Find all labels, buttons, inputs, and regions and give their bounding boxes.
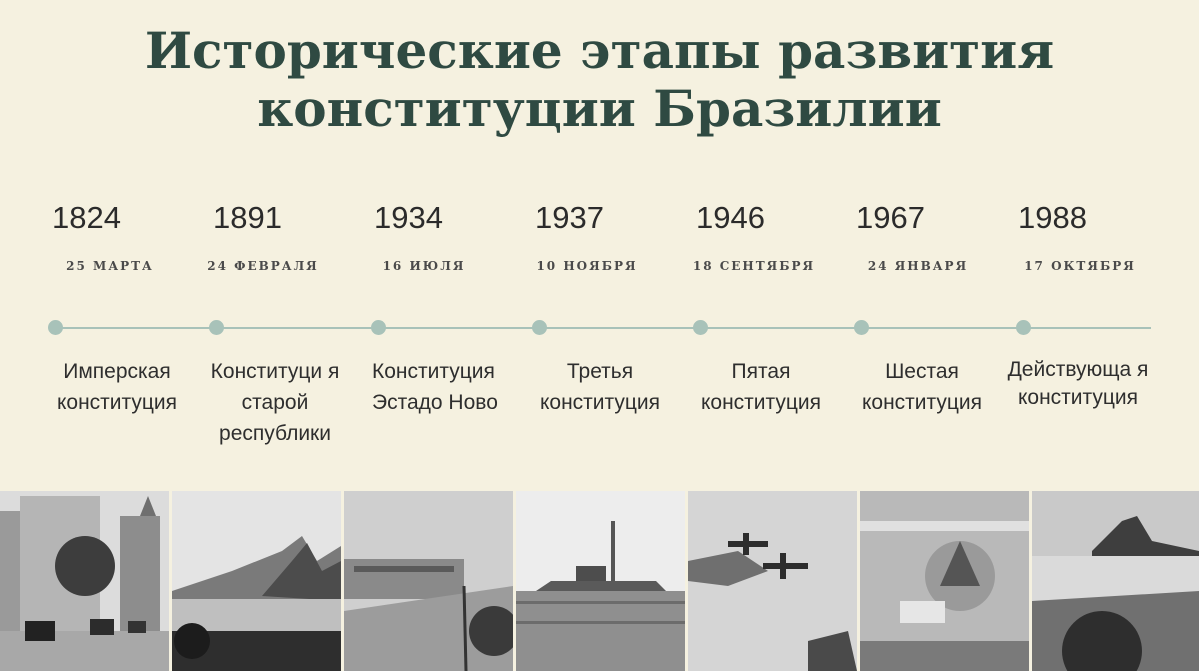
date-1946: 18 СЕНТЯБРЯ bbox=[692, 259, 816, 273]
sugarloaf-bay-aerial-photo bbox=[1032, 491, 1199, 671]
airplanes-over-coast-photo bbox=[688, 491, 857, 671]
timeline-dot bbox=[48, 320, 63, 335]
cathedral-aerial-photo bbox=[860, 491, 1029, 671]
timeline-dot bbox=[532, 320, 547, 335]
year-1967: 1967 bbox=[856, 200, 925, 235]
year-1988: 1988 bbox=[1018, 200, 1087, 235]
date-1937: 10 НОЯБРЯ bbox=[536, 259, 638, 273]
photo-strip bbox=[0, 491, 1199, 671]
label-1937: Третья конституция bbox=[539, 360, 661, 414]
date-1967: 24 ЯНВАРЯ bbox=[867, 259, 969, 273]
timeline-dot bbox=[1016, 320, 1031, 335]
date-1824: 25 МАРТА bbox=[66, 259, 154, 273]
timeline-dot bbox=[371, 320, 386, 335]
title-line-1: Исторические этапы развития bbox=[144, 21, 1055, 80]
year-1934: 1934 bbox=[374, 200, 443, 235]
label-1891: Конституци я старой республики bbox=[210, 360, 340, 445]
date-1988: 17 ОКТЯБРЯ bbox=[1024, 259, 1136, 273]
bay-with-mountains-photo bbox=[172, 491, 341, 671]
timeline-dot bbox=[209, 320, 224, 335]
timeline-dot bbox=[693, 320, 708, 335]
year-1946: 1946 bbox=[696, 200, 765, 235]
waterfront-boulevard-photo bbox=[344, 491, 513, 671]
label-1946: Пятая конституция bbox=[700, 360, 822, 414]
page-title: Исторические этапы развития конституции … bbox=[0, 22, 1199, 138]
label-1967: Шестая конституция bbox=[861, 360, 983, 414]
year-1891: 1891 bbox=[213, 200, 282, 235]
label-1934: Конституция Эстадо Ново bbox=[372, 360, 498, 414]
warship-photo bbox=[516, 491, 685, 671]
label-1988: Действующа я конституция bbox=[1007, 358, 1149, 409]
year-1824: 1824 bbox=[52, 200, 121, 235]
date-1934: 16 ИЮЛЯ bbox=[382, 259, 466, 273]
label-1824: Имперская конституция bbox=[56, 360, 178, 414]
timeline-axis bbox=[55, 327, 1151, 329]
year-1937: 1937 bbox=[535, 200, 604, 235]
date-1891: 24 ФЕВРАЛЯ bbox=[207, 259, 319, 273]
street-with-old-cars-photo bbox=[0, 491, 169, 671]
timeline-dot bbox=[854, 320, 869, 335]
title-line-2: конституции Бразилии bbox=[257, 79, 942, 138]
